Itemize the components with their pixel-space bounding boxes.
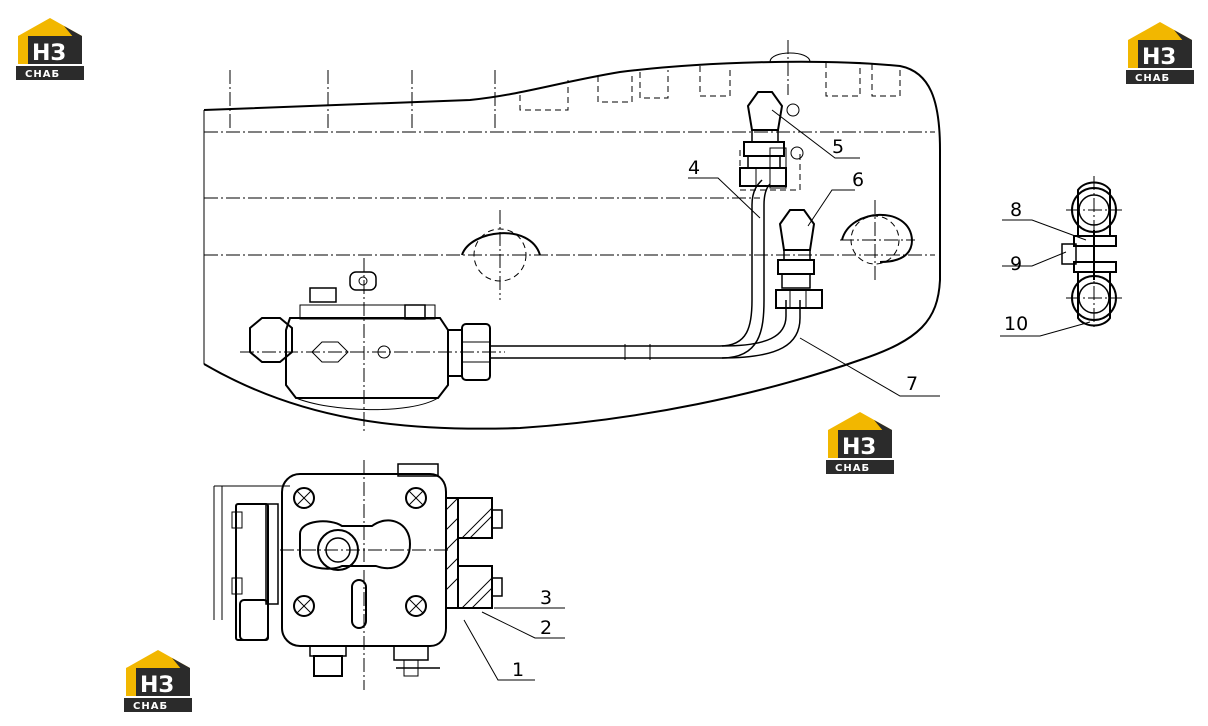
- callout-5: 5: [832, 136, 844, 158]
- logo-icon: НЗ СНАБ: [1126, 22, 1194, 84]
- svg-text:СНАБ: СНАБ: [25, 69, 60, 80]
- leader-lines: [463, 109, 1091, 681]
- callout-1: 1: [512, 659, 524, 681]
- svg-text:НЗ: НЗ: [842, 435, 876, 460]
- watermark-logo-top-right: НЗ СНАБ: [1124, 18, 1196, 86]
- svg-text:НЗ: НЗ: [1142, 45, 1176, 70]
- pump-upper-view: [240, 258, 505, 432]
- housing-outline: [203, 40, 941, 430]
- callout-7: 7: [906, 373, 918, 395]
- callout-4: 4: [688, 157, 700, 179]
- pipe-7: [721, 300, 801, 359]
- callout-9: 9: [1010, 253, 1022, 275]
- pump-lower-view: [213, 460, 503, 690]
- callout-6: 6: [852, 169, 864, 191]
- callout-3: 3: [540, 587, 552, 609]
- callout-10: 10: [1004, 313, 1028, 335]
- fitting-6: [775, 209, 823, 309]
- svg-text:СНАБ: СНАБ: [1135, 73, 1170, 84]
- callout-2: 2: [540, 617, 552, 639]
- watermark-logo-center: НЗ СНАБ: [824, 408, 896, 476]
- svg-text:СНАБ: СНАБ: [835, 463, 870, 474]
- svg-text:СНАБ: СНАБ: [133, 701, 168, 712]
- svg-text:НЗ: НЗ: [32, 41, 66, 66]
- watermark-logo-top-left: НЗ СНАБ: [14, 14, 86, 82]
- logo-icon: НЗ СНАБ: [124, 650, 192, 712]
- logo-icon: НЗ СНАБ: [826, 412, 894, 474]
- pipe-clamp-detail: [1061, 176, 1122, 330]
- watermark-logo-bottom-left: НЗ СНАБ: [122, 646, 194, 714]
- pipe-4: [490, 179, 771, 360]
- svg-text:НЗ: НЗ: [140, 673, 174, 698]
- logo-icon: НЗ СНАБ: [16, 18, 84, 80]
- fitting-5: [739, 91, 804, 191]
- callout-8: 8: [1010, 199, 1022, 221]
